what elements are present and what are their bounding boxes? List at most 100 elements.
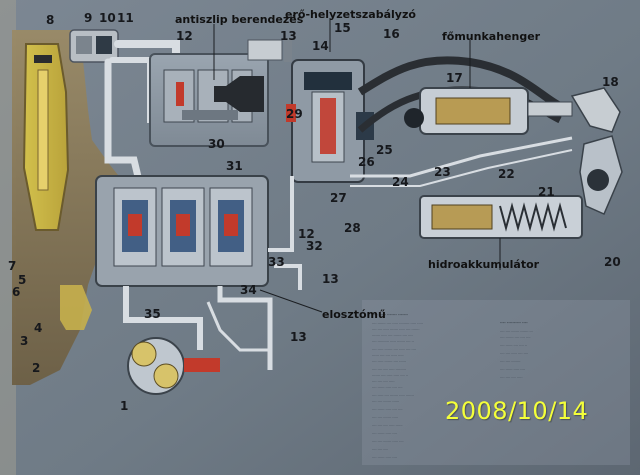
callout-6: 6 <box>12 285 20 299</box>
antislip-red-part <box>176 82 184 106</box>
fitting-13-top <box>247 39 283 61</box>
svg-text:---- ---- ---- -----: ---- ---- ---- ----- <box>372 379 395 383</box>
svg-text:---- ---- ------- ------: ---- ---- ------- ------ <box>372 399 399 403</box>
callout-12-mid: 12 <box>298 227 315 241</box>
svg-text:---- ------ ----- ---- ----: ---- ------ ----- ---- ---- <box>372 385 403 389</box>
svg-text:---- ---- ------- ------- ---: ---- ---- ------- ------- --- <box>500 329 533 333</box>
control-block-inner-2 <box>96 36 112 54</box>
distributor-red-3 <box>224 214 238 236</box>
callout-22: 22 <box>498 167 515 181</box>
callout-26: 26 <box>358 155 375 169</box>
main-cylinder-inner <box>435 97 511 125</box>
callout-13-top: 13 <box>280 29 297 43</box>
svg-text:------- ---- ----- ----- ----: ------- ---- ----- ----- ---- -- <box>372 373 408 377</box>
callout-4: 4 <box>34 321 42 335</box>
callout-20: 20 <box>604 255 621 269</box>
callout-34: 34 <box>240 283 257 297</box>
callout-12-top: 12 <box>176 29 193 43</box>
callout-28: 28 <box>344 221 361 235</box>
pipe-32 <box>274 264 302 290</box>
callout-14: 14 <box>312 39 329 53</box>
regulator-top-cap <box>304 72 352 90</box>
callout-18: 18 <box>602 75 619 89</box>
instruction-text-block: ---- ----- ------- ------- ---- ------- … <box>362 300 630 465</box>
lift-arm-pivot <box>587 169 609 191</box>
pipe-loop-left <box>104 58 144 189</box>
svg-text:---- ------- ---- ---- ----: ---- ------- ---- ---- ---- <box>500 335 531 339</box>
hydro-accumulator-piston <box>431 204 493 230</box>
svg-text:---- ----- ---- ------- -----: ---- ----- ---- ------- ----- ------- <box>372 393 414 397</box>
label-fomunkahenger: főmunkahenger <box>442 30 541 43</box>
photo-timestamp: 2008/10/14 <box>445 397 589 425</box>
pump-outlet <box>184 358 220 372</box>
callout-27: 27 <box>330 191 347 205</box>
callout-29: 29 <box>286 107 303 121</box>
svg-text:---- ---- ------- ----- ----: ---- ---- ------- ----- ---- <box>372 439 404 443</box>
pipe-return <box>217 286 273 370</box>
oil-tank-filter <box>37 69 49 191</box>
svg-text:---- ------- ---- ----- ------: ---- ------- ---- ----- --------- ----- … <box>372 321 423 325</box>
diagram-labels: antiszlip berendezés erő-helyzetszabályz… <box>175 8 541 321</box>
label-elosztomu: elosztómű <box>322 308 386 321</box>
main-cylinder-rod <box>527 101 573 117</box>
callout-1: 1 <box>120 399 128 413</box>
callout-7: 7 <box>8 259 16 273</box>
pipe-to-pump <box>123 286 203 350</box>
callout-24: 24 <box>392 175 409 189</box>
callout-33: 33 <box>268 255 285 269</box>
label-antiszlip: antiszlip berendezés <box>175 13 304 26</box>
svg-text:---- ---- ----- ---- ----: ---- ---- ----- ---- ---- <box>500 351 528 355</box>
svg-text:---- ---------- ----: ---- ---------- ---- <box>500 321 528 325</box>
leader-lines <box>213 18 501 313</box>
lift-arm-upper <box>570 87 621 133</box>
distributor-red-1 <box>128 214 142 236</box>
main-cylinder-base-mount <box>404 108 424 128</box>
svg-text:------- ----- ---- ------- ---: ------- ----- ---- ------- ---- ---- <box>372 333 413 337</box>
callout-2: 2 <box>32 361 40 375</box>
svg-text:---- ------ ----- ----: ---- ------ ----- ---- <box>372 431 397 435</box>
fitting-13-nut <box>284 38 292 62</box>
callout-11: 11 <box>117 11 134 25</box>
svg-text:---- ----- ------- -------: ---- ----- ------- ------- <box>372 313 409 317</box>
callout-3: 3 <box>20 334 28 348</box>
svg-text:---- ---- ----: ---- ---- ---- <box>372 447 388 451</box>
callout-5: 5 <box>18 273 26 287</box>
svg-text:---- ---------- ----- -------: ---- ---------- ----- ------- ---- -- <box>372 339 414 343</box>
svg-text:------ ---- ---- ----- -----: ------ ---- ---- ----- ----- <box>372 353 404 357</box>
control-line-23 <box>350 149 573 187</box>
pipe-13-group <box>206 301 270 352</box>
callout-15: 15 <box>334 21 351 35</box>
svg-text:---- ------ ---- ---- --: ---- ------ ---- ---- -- <box>500 343 527 347</box>
label-ero-helyzetszabalyzo: erő-helyzetszabályzó <box>285 8 416 21</box>
svg-text:---- ----- ------- ---- ------: ---- ----- ------- ---- ------ <box>372 359 406 363</box>
antislip-spool <box>182 110 238 120</box>
callout-32: 32 <box>306 239 323 253</box>
svg-text:---- ------ ----- ----: ---- ------ ----- ---- <box>500 367 525 371</box>
callout-30: 30 <box>208 137 225 151</box>
antislip-trumpet <box>214 76 264 112</box>
callout-8: 8 <box>46 13 54 27</box>
callout-35: 35 <box>144 307 161 321</box>
callout-23: 23 <box>434 165 451 179</box>
control-block-inner <box>76 36 92 54</box>
callout-25: 25 <box>376 143 393 157</box>
callout-21: 21 <box>538 185 555 199</box>
svg-text:---- ------ ----- ----: ---- ------ ----- ---- <box>372 455 397 459</box>
oil-tank-cap <box>34 55 52 63</box>
label-hidroakkumulator: hidroakkumulátor <box>428 258 540 271</box>
svg-text:---- ------ ----- ---- ----: ---- ------ ----- ---- ---- <box>372 407 403 411</box>
pump-gear-2 <box>153 363 179 389</box>
pipe-to-regulator <box>268 176 294 252</box>
callout-13-lower: 13 <box>290 330 307 344</box>
pump-gear-1 <box>131 341 157 367</box>
svg-text:---- ---- ------- -----: ---- ---- ------- ----- <box>372 415 398 419</box>
svg-text:---- ---- ----- ------- -----: ---- ---- ----- ------- ----- ---- -----… <box>372 327 420 331</box>
svg-text:---- ---- ---- ----- ------: ---- ---- ---- ----- ------ <box>372 423 403 427</box>
callout-13-mid: 13 <box>322 272 339 286</box>
svg-text:---- ---- ---- -----: ---- ---- ---- ----- <box>500 375 523 379</box>
hydro-accumulator-spring <box>499 202 567 232</box>
callout-10: 10 <box>99 11 116 25</box>
callout-16: 16 <box>383 27 400 41</box>
